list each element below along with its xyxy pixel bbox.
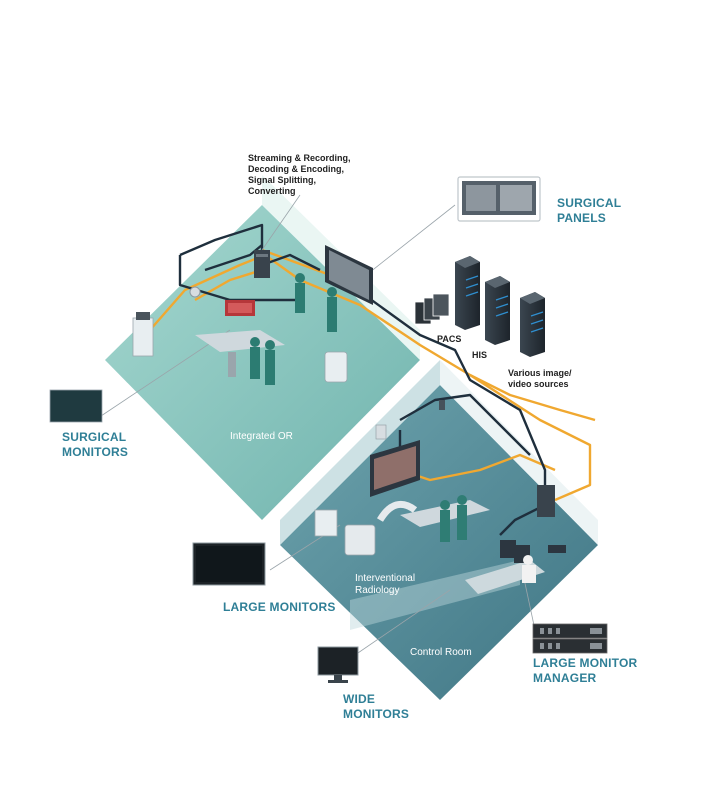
integrated-or-label: Integrated OR — [230, 431, 293, 442]
or-equipment — [132, 245, 373, 385]
wide-monitor-icon — [317, 646, 359, 683]
wide-monitors-label: WIDE MONITORS — [343, 692, 410, 721]
interventional-radiology-floor — [280, 385, 598, 700]
server-icon — [455, 256, 480, 330]
control-room-label: Control Room — [410, 647, 472, 658]
large-monitor-icon — [192, 542, 266, 586]
ir-equipment — [314, 400, 555, 556]
large-monitors-label: LARGE MONITORS — [223, 600, 336, 614]
server-icon — [520, 292, 545, 357]
surgical-monitors-label: SURGICAL MONITORS — [62, 430, 129, 459]
his-label: HIS — [472, 350, 488, 360]
pacs-label: PACS — [437, 334, 462, 344]
monitor-manager-icon — [532, 623, 608, 654]
surgical-panels-label: SURGICAL PANELS — [557, 196, 622, 225]
surgical-panel-icon — [457, 176, 541, 222]
streaming-label: Streaming & Recording, Decoding & Encodi… — [248, 153, 351, 196]
large-monitor-manager-label: LARGE MONITOR MANAGER — [533, 656, 638, 685]
surgical-monitor-icon — [49, 389, 103, 423]
interventional-radiology-label: Interventional Radiology — [355, 573, 416, 596]
ir-wall-left — [280, 360, 440, 545]
server-icon — [485, 276, 510, 345]
various-sources-label: Various image/ video sources — [508, 368, 572, 389]
pacs-images-icon — [414, 293, 450, 325]
control-room-equipment — [465, 540, 566, 594]
